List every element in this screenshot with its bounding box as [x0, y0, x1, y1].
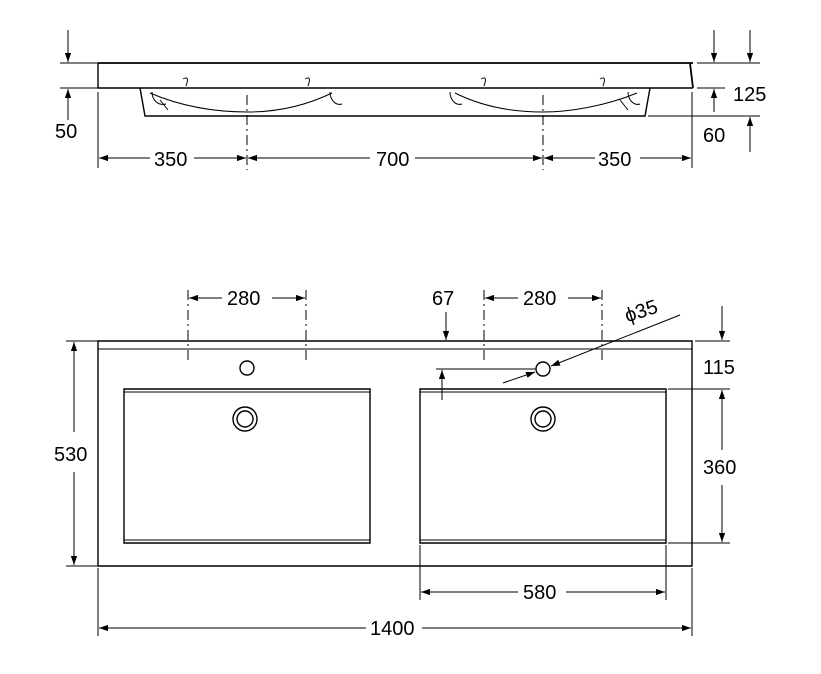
dim-back-offset-label: 67 — [432, 288, 454, 310]
dim-hole-spacing-left: 280 — [187, 288, 307, 362]
dim-side-edge-label: 50 — [55, 121, 77, 143]
dim-side-horizontal: 350 700 350 — [97, 92, 693, 171]
dim-overall-width: 1400 — [97, 568, 693, 640]
top-view: 280 280 67 ϕ35 115 — [54, 288, 736, 640]
dim-back-to-basin-label: 115 — [703, 357, 735, 379]
right-basin — [419, 361, 667, 544]
left-drain — [232, 406, 258, 432]
dim-overall-width-label: 1400 — [370, 618, 415, 640]
side-view: 50 125 60 350 700 350 — [55, 30, 766, 171]
dim-basin-depth: 360 — [668, 388, 736, 544]
dim-side-edge: 50 — [55, 30, 140, 143]
dim-overall-depth-label: 530 — [54, 444, 87, 466]
dim-basin-width-label: 580 — [523, 582, 556, 604]
dim-left-edge-label: 350 — [154, 149, 187, 171]
left-basin — [123, 360, 371, 544]
dim-center-label: 700 — [376, 149, 409, 171]
dim-basin-depth-label: 360 — [703, 457, 736, 479]
dim-side-height-label: 125 — [733, 84, 766, 106]
dim-hole-spacing-left-label: 280 — [227, 288, 260, 310]
dim-overall-depth: 530 — [54, 340, 98, 567]
dim-basin-width: 580 — [419, 545, 667, 604]
top-countertop — [97, 340, 693, 567]
right-drain — [530, 406, 556, 432]
right-tap-hole — [535, 361, 551, 377]
side-basin-body — [139, 77, 651, 117]
dim-hole-diameter-label: ϕ35 — [622, 296, 661, 327]
dim-right-edge-label: 350 — [598, 149, 631, 171]
left-tap-hole — [239, 360, 255, 376]
dim-side-height: 125 60 — [648, 30, 766, 152]
dim-hole-spacing-right-label: 280 — [523, 288, 556, 310]
dim-bowl-depth-label: 60 — [703, 125, 725, 147]
dim-hole-spacing-right: 280 — [483, 288, 603, 362]
dim-back-offset: 67 — [432, 288, 536, 400]
dim-back-to-basin: 115 — [695, 306, 735, 379]
